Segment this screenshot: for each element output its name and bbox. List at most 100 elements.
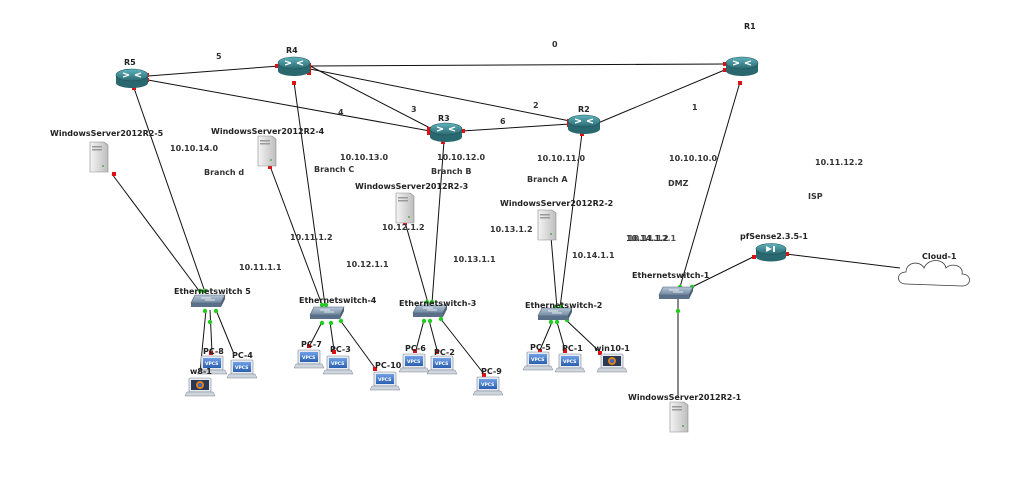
ethernet-switch-2[interactable]: Ethernetswitch-2	[525, 301, 602, 320]
link-r3-r5[interactable]	[147, 79, 431, 132]
pc-4-label: PC-4	[232, 351, 253, 360]
router-r3[interactable]: R3	[429, 114, 463, 142]
windows-server-5[interactable]: WindowsServer2012R2-5	[50, 129, 164, 173]
link-r2-r4[interactable]	[309, 68, 571, 122]
pc-2[interactable]: VPCS PC-2	[426, 348, 458, 375]
link-sw2-win10[interactable]	[565, 319, 601, 353]
link-sw4-pc3[interactable]	[329, 321, 335, 351]
pc-1[interactable]: VPCS PC-1	[554, 344, 586, 373]
link-label-5: 5	[216, 52, 222, 61]
firewall-icon	[755, 243, 787, 262]
port-status-down	[482, 373, 486, 377]
port-status-up	[328, 320, 334, 326]
link-ws2-sw2[interactable]	[550, 236, 558, 309]
switch-icon	[537, 307, 573, 320]
pc-4[interactable]: VPCS PC-4	[226, 351, 258, 379]
pc-9[interactable]: VPCS PC-9	[472, 367, 504, 396]
pc-1-label: PC-1	[562, 344, 583, 353]
link-pfsense-cloud[interactable]	[785, 253, 901, 269]
link-sw5-pc4[interactable]	[215, 309, 235, 355]
router-r2[interactable]: R2	[567, 105, 601, 134]
link-sw2-pc5[interactable]	[539, 321, 553, 351]
ethernet-switch-4[interactable]: Ethernetswitch-4	[299, 296, 377, 319]
cloud-1[interactable]: Cloud-1	[898, 252, 970, 287]
pc-8[interactable]: VPCS PC-8	[196, 347, 228, 375]
port-status-down	[580, 132, 584, 136]
router-icon	[277, 56, 311, 76]
pc-5-label: PC-5	[530, 343, 551, 352]
windows-server-4[interactable]: WindowsServer2012R2-4	[211, 127, 325, 167]
port-status-up	[427, 318, 433, 324]
link-ws4-sw4[interactable]	[269, 165, 323, 306]
windows-server-2[interactable]: WindowsServer2012R2-2	[500, 199, 613, 241]
w8-1[interactable]: w8-1	[184, 367, 216, 397]
net-label-10-12-1-1: 10.12.1.1	[346, 260, 389, 269]
link-ws5-sw5[interactable]	[111, 173, 201, 293]
vpcs-badge: VPCS	[205, 361, 218, 367]
link-r4-sw4[interactable]	[293, 81, 326, 306]
net-label-10-11-1-1: 10.11.1.1	[239, 263, 282, 272]
link-r1-sw1[interactable]	[679, 81, 741, 288]
link-r3-sw3[interactable]	[431, 140, 445, 304]
link-r5-sw5[interactable]	[133, 87, 206, 293]
port-status-down	[292, 81, 296, 85]
link-sw1-pfsense[interactable]	[691, 256, 754, 288]
net-label-10-10-10-0: 10.10.10.0	[669, 154, 718, 163]
server-icon	[537, 209, 557, 241]
link-sw5-pc8[interactable]	[209, 309, 213, 353]
ethernet-switch-1[interactable]: Ethernetswitch-1	[632, 271, 710, 299]
windows-server-1[interactable]: WindowsServer2012R2-1	[628, 393, 742, 433]
pc-3[interactable]: VPCS PC-3	[322, 345, 354, 375]
ethernet-switch-1-label: Ethernetswitch-1	[632, 271, 710, 280]
link-label-4: 4	[338, 108, 344, 117]
port-status-up	[202, 308, 208, 314]
pc-10-label: PC-10	[375, 361, 402, 370]
link-sw2-pc1[interactable]	[556, 321, 566, 351]
link-r2-r3[interactable]	[461, 123, 571, 132]
pc-7-label: PC-7	[301, 340, 322, 349]
vpcs-badge: VPCS	[531, 357, 544, 363]
win10-1[interactable]: win10-1	[594, 344, 630, 373]
link-r4-r5[interactable]	[147, 65, 280, 77]
port-status-up	[202, 288, 208, 294]
workstation-icon	[596, 353, 628, 373]
switch-icon	[190, 294, 226, 307]
port-status-down	[723, 62, 727, 66]
vpcs-badge: VPCS	[331, 361, 344, 367]
port-status-up	[424, 299, 430, 305]
link-ws3-sw3[interactable]	[404, 221, 429, 304]
windows-server-3-label: WindowsServer2012R2-3	[355, 182, 468, 191]
links	[111, 63, 901, 398]
vpcs-icon: VPCS	[196, 355, 228, 375]
link-sw3-pc6[interactable]	[415, 319, 425, 351]
pc-6[interactable]: VPCS PC-6	[398, 344, 430, 373]
link-r1-r2[interactable]	[597, 68, 728, 124]
windows-server-3[interactable]: WindowsServer2012R2-3	[355, 182, 468, 224]
pc-10[interactable]: VPCS PC-10	[369, 361, 402, 391]
port-status-down	[209, 351, 213, 355]
link-sw3-pc2[interactable]	[428, 319, 438, 351]
link-r2-sw2[interactable]	[559, 132, 583, 309]
vpcs-badge: VPCS	[435, 361, 448, 367]
ethernet-switch-5-label: Ethernetswitch 5	[174, 287, 251, 296]
router-r5[interactable]: R5	[115, 58, 149, 88]
router-r1[interactable]: R1	[725, 22, 759, 76]
link-sw4-pc7[interactable]	[309, 321, 323, 346]
link-sw4-pc10[interactable]	[339, 319, 376, 369]
pc-2-label: PC-2	[434, 348, 455, 357]
pc-7[interactable]: VPCS PC-7	[293, 340, 325, 369]
pc-5[interactable]: VPCS PC-5	[522, 343, 554, 371]
port-status-down	[441, 140, 445, 144]
port-status-up	[207, 319, 213, 325]
router-r4-label: R4	[286, 46, 298, 55]
zone-label-branch-b: Branch B	[431, 167, 471, 176]
ethernet-switch-5[interactable]: Ethernetswitch 5	[174, 287, 251, 307]
link-sw3-pc9[interactable]	[439, 317, 485, 375]
router-r4[interactable]: R4	[277, 46, 311, 76]
firewall-pfsense[interactable]: pfSense2.3.5-1	[740, 232, 808, 262]
link-r3-r4[interactable]	[309, 65, 431, 129]
port-status-down	[461, 129, 465, 133]
link-r1-r4[interactable]	[309, 63, 727, 67]
ethernet-switch-3[interactable]: Ethernetswitch-3	[399, 299, 476, 317]
